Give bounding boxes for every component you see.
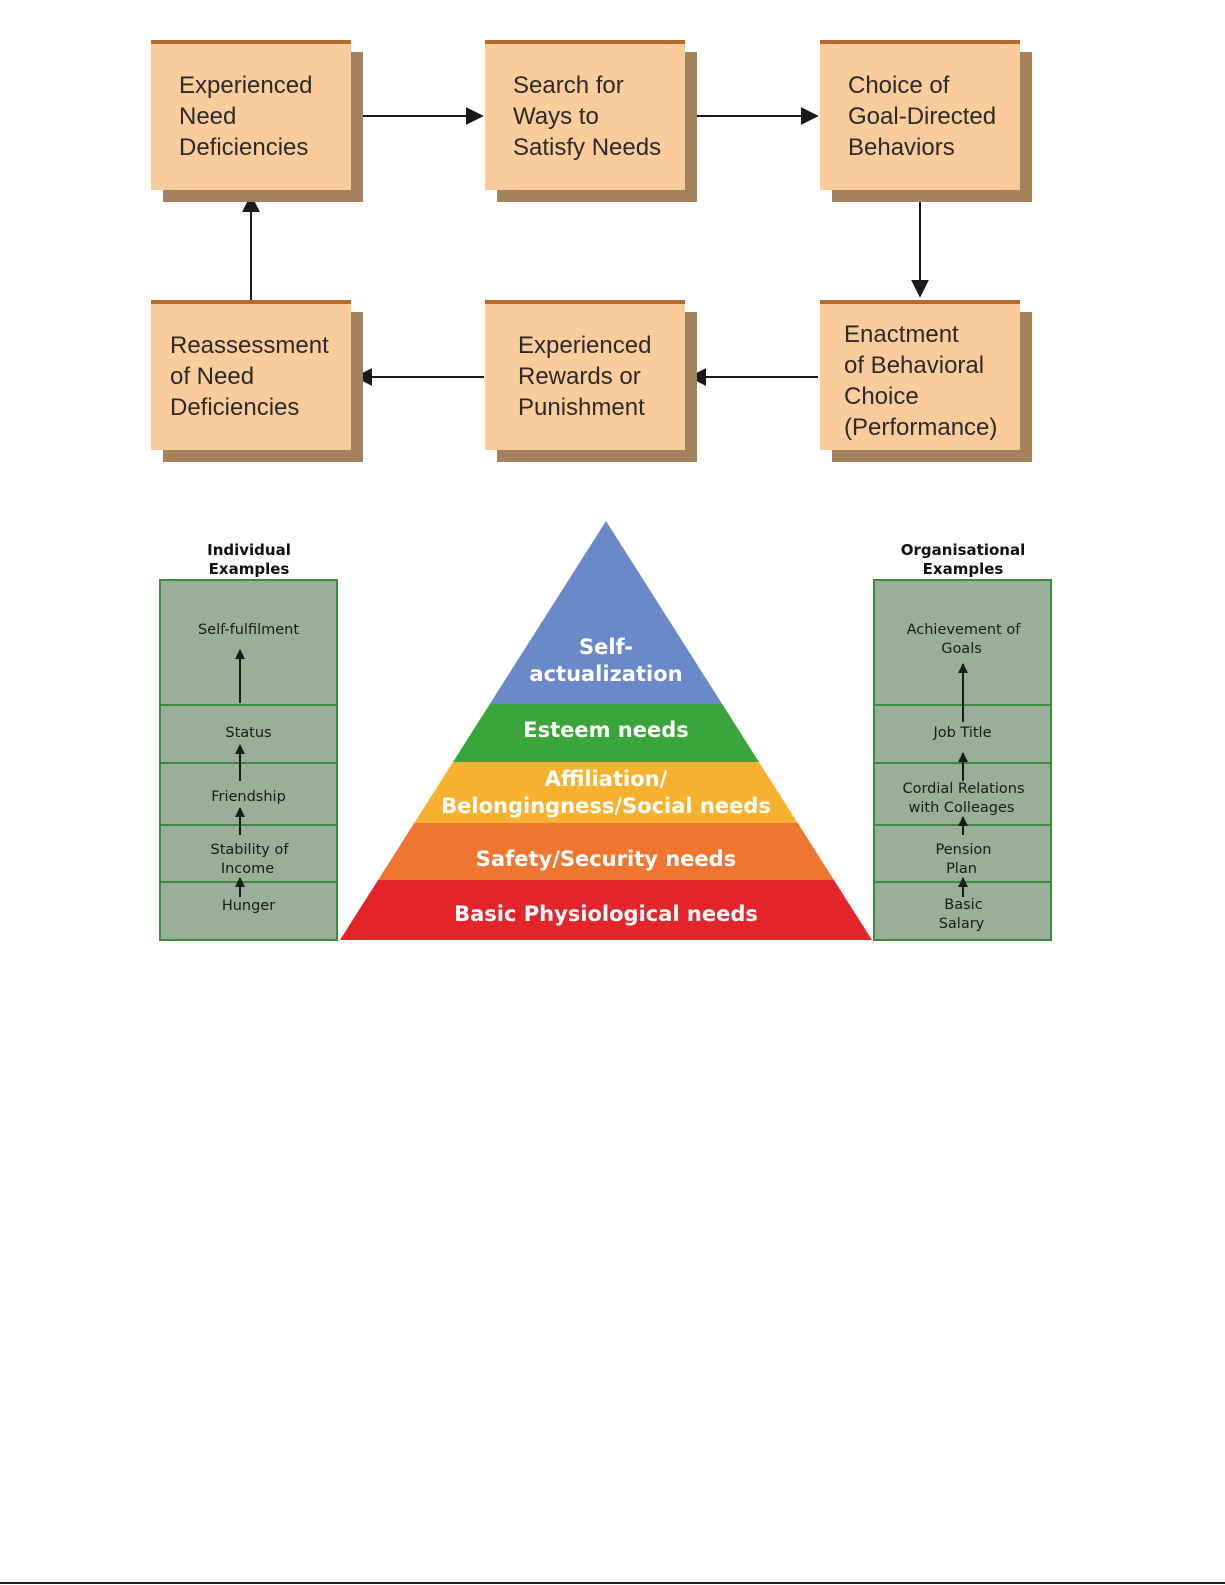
box-label: Experienced Need Deficiencies: [179, 72, 313, 161]
box-reassessment: Reassessment of Need Deficiencies: [151, 300, 351, 450]
box-label: Experienced Rewards or Punishment: [518, 332, 652, 421]
box-enactment: Enactment of Behavioral Choice (Performa…: [820, 300, 1020, 450]
pyramid-level-physiological: [340, 880, 872, 940]
individual-item-status: Status: [223, 725, 274, 741]
box-rewards-punishment: Experienced Rewards or Punishment: [485, 300, 685, 450]
cycle-arrows: [242, 107, 929, 386]
individual-arrows: [235, 649, 245, 897]
pyramid-label-physiological: Basic Physiological needs: [454, 902, 758, 926]
organisational-item-pension-plan: Pension Plan: [933, 842, 992, 877]
organisational-item-basic-salary: Basic Salary: [938, 897, 987, 932]
individual-row: [161, 762, 336, 826]
pyramid-level-affiliation: [414, 762, 798, 823]
organisational-examples-heading: Organisational Examples: [900, 541, 1026, 578]
organisational-examples-column: Achievement of Goals Job Title Cordial R…: [873, 579, 1052, 941]
organisational-item-achievement-of-goals: Achievement of Goals: [904, 622, 1021, 657]
pyramid-label-affiliation: Affiliation/ Belongingness/Social needs: [441, 767, 771, 818]
box-search-for-ways: Search for Ways to Satisfy Needs: [485, 40, 685, 190]
box-choice-of-behaviors: Choice of Goal-Directed Behaviors: [820, 40, 1020, 190]
individual-item-self-fulfilment: Self-fulfilment: [195, 622, 302, 638]
individual-item-friendship: Friendship: [209, 789, 288, 805]
organisational-item-cordial-relations: Cordial Relations with Colleages: [900, 781, 1025, 816]
organisational-item-job-title: Job Title: [931, 725, 994, 741]
pyramid-label-esteem: Esteem needs: [523, 718, 689, 742]
organisational-arrows: [958, 663, 968, 897]
box-label: Search for Ways to Satisfy Needs: [513, 72, 662, 161]
pyramid-label-safety: Safety/Security needs: [475, 847, 737, 871]
individual-examples-column: Self-fulfilment Status Friendship Stabil…: [159, 579, 338, 941]
individual-item-hunger: Hunger: [219, 898, 278, 914]
individual-row: [161, 581, 336, 706]
page-bottom-rule: [0, 1582, 1225, 1584]
pyramid-level-esteem: [453, 704, 759, 762]
box-experienced-need-deficiencies: Experienced Need Deficiencies: [151, 40, 351, 190]
individual-row: [161, 824, 336, 883]
individual-row: [161, 704, 336, 764]
individual-item-stability-of-income: Stability of Income: [208, 842, 289, 877]
box-label: Reassessment of Need Deficiencies: [170, 332, 329, 421]
individual-examples-heading: Individual Examples: [207, 541, 291, 578]
pyramid-level-safety: [378, 823, 834, 880]
box-label: Choice of Goal-Directed Behaviors: [848, 72, 997, 161]
needs-pyramid: [340, 521, 872, 940]
box-label: Enactment of Behavioral Choice (Performa…: [844, 321, 998, 441]
pyramid-level-self-actualization: [489, 521, 723, 704]
pyramid-label-self-actualization: Self- actualization: [529, 635, 683, 686]
